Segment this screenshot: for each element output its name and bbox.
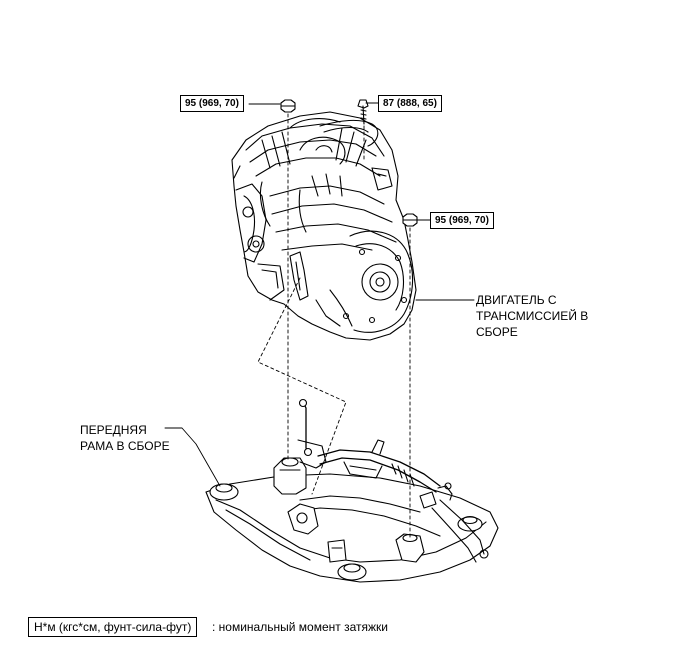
bolt-center-drawing: [357, 99, 369, 125]
nut-right-drawing: [402, 213, 418, 227]
legend-unit-box: Н*м (кгс*см, фунт-сила-фут): [28, 617, 198, 637]
leader-lines: [164, 102, 475, 487]
nut-left-drawing: [280, 99, 296, 113]
engine-transmission-drawing: [231, 111, 417, 341]
torque-label-right: 95 (969, 70): [430, 212, 494, 229]
torque-label-left: 95 (969, 70): [180, 95, 244, 112]
front-frame-drawing: [205, 398, 499, 583]
engine-transmission-label: ДВИГАТЕЛЬ С ТРАНСМИССИЕЙ В СБОРЕ: [476, 293, 589, 339]
alignment-lines: [257, 113, 411, 541]
legend-description: : номинальный момент затяжки: [212, 620, 388, 634]
torque-label-center: 87 (888, 65): [378, 95, 442, 112]
front-frame-label: ПЕРЕДНЯЯ РАМА В СБОРЕ: [80, 423, 170, 453]
